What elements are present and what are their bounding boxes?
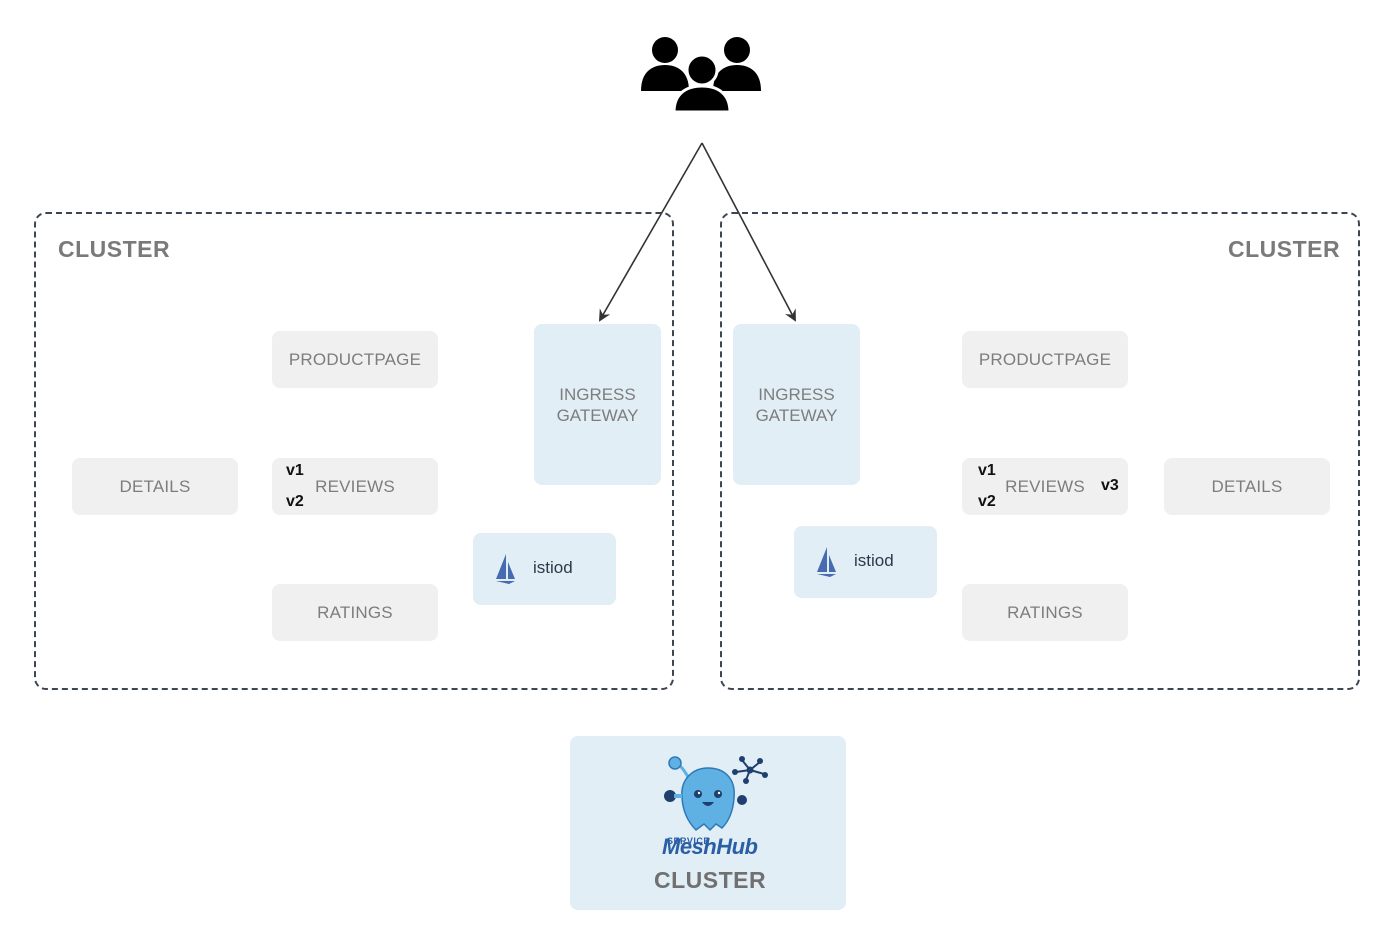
left-ingress-gateway: INGRESS GATEWAY: [534, 324, 661, 485]
meshhub-cluster-box: SERVICE MeshHub CLUSTER: [570, 736, 846, 910]
left-cluster-frame: [34, 212, 674, 690]
left-reviews-label: REVIEWS: [315, 476, 395, 496]
istio-sail-icon: [496, 554, 515, 584]
left-reviews-version-v2: v2: [286, 493, 304, 510]
users-group-icon: [641, 37, 761, 114]
left-details-service: DETAILS: [72, 458, 238, 515]
right-productpage-label: PRODUCTPAGE: [978, 349, 1112, 369]
istio-sail-icon: [817, 547, 836, 577]
right-ratings-label: RATINGS: [1007, 602, 1083, 622]
right-productpage-service: PRODUCTPAGE: [962, 331, 1128, 388]
right-istiod-box: istiod: [794, 526, 937, 598]
arrow-to-right-gateway: [701, 142, 796, 322]
left-istiod-box: istiod: [473, 533, 616, 605]
right-ingress-line2: GATEWAY: [755, 405, 838, 425]
right-ingress-line1: INGRESS: [758, 384, 835, 404]
right-reviews-version-v3: v3: [1101, 477, 1119, 494]
left-reviews-service: REVIEWS: [272, 458, 438, 515]
left-reviews-version-v1: v1: [286, 462, 304, 479]
left-ingress-line2: GATEWAY: [556, 405, 639, 425]
left-ratings-service: RATINGS: [272, 584, 438, 641]
right-ratings-service: RATINGS: [962, 584, 1128, 641]
left-ingress-line1: INGRESS: [559, 384, 636, 404]
right-reviews-version-v1: v1: [978, 462, 996, 479]
left-cluster-title: CLUSTER: [58, 236, 171, 262]
right-reviews-version-v2: v2: [978, 493, 996, 510]
right-details-label: DETAILS: [1211, 476, 1283, 496]
right-reviews-service: REVIEWS: [962, 458, 1128, 515]
right-cluster-title: CLUSTER: [1228, 236, 1341, 262]
left-productpage-service: PRODUCTPAGE: [272, 331, 438, 388]
right-reviews-label: REVIEWS: [1005, 476, 1085, 496]
left-productpage-label: PRODUCTPAGE: [288, 349, 422, 369]
left-details-label: DETAILS: [119, 476, 191, 496]
left-ratings-label: RATINGS: [317, 602, 393, 622]
left-istiod-label: istiod: [533, 558, 573, 577]
meshhub-mascot-icon: [664, 756, 768, 832]
right-cluster-frame: [720, 212, 1360, 690]
right-details-service: DETAILS: [1164, 458, 1330, 515]
meshhub-logo-text: MeshHub: [662, 834, 758, 859]
arrow-to-left-gateway: [599, 142, 703, 322]
right-istiod-label: istiod: [854, 551, 894, 570]
right-ingress-gateway: INGRESS GATEWAY: [733, 324, 860, 485]
meshhub-cluster-title: CLUSTER: [654, 867, 767, 893]
meshhub-logo-small: SERVICE: [667, 836, 710, 846]
